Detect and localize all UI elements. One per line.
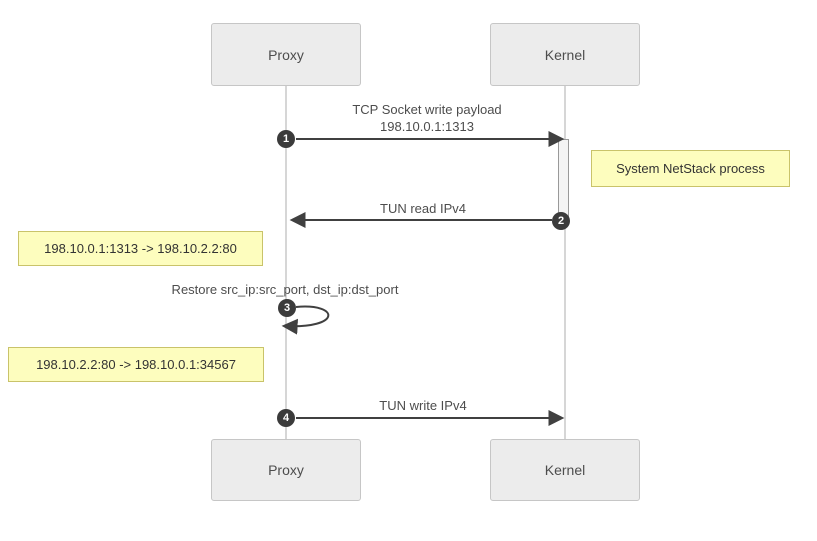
actor-proxy-bottom: Proxy [211,439,361,501]
actor-kernel-top-label: Kernel [544,46,586,63]
sequence-number-badge-3: 3 [278,299,296,317]
actor-proxy-bottom-label: Proxy [268,462,304,478]
message-1-label: TCP Socket write payload 198.10.0.1:1313 [352,101,501,135]
message-1-label-line2: 198.10.0.1:1313 [380,119,474,134]
message-2-label: TUN read IPv4 [380,201,466,216]
message-1-label-line1: TCP Socket write payload [352,102,502,117]
actor-kernel-top: Kernel [490,23,640,86]
actor-proxy-top: Proxy [211,23,361,86]
note-nat-mapping-outbound: 198.10.0.1:1313 -> 198.10.2.2:80 [18,231,263,266]
lifeline-proxy [285,86,287,440]
lifeline-kernel [564,86,566,440]
message-3-label: Restore src_ip:src_port, dst_ip:dst_port [171,282,399,297]
actor-proxy-top-label: Proxy [268,46,304,63]
sequence-number-badge-2: 2 [552,212,570,230]
sequence-number-badge-4: 4 [277,409,295,427]
note-nat-mapping-inbound: 198.10.2.2:80 -> 198.10.0.1:34567 [8,347,264,382]
note-system-netstack: System NetStack process [591,150,790,187]
message-3-self-loop-arrow [281,305,330,335]
sequence-number-badge-1: 1 [277,130,295,148]
actor-kernel-bottom-label: Kernel [544,462,586,478]
message-4-label: TUN write IPv4 [379,398,467,413]
actor-kernel-bottom: Kernel [490,439,640,501]
